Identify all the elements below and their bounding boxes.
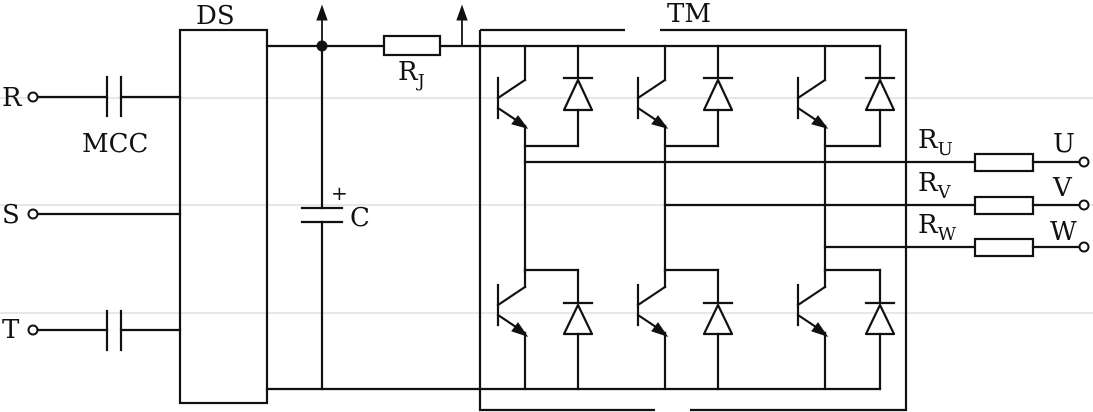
mcc-label: MCC [82, 129, 148, 159]
dc-bus: RJ + C [265, 4, 482, 391]
terminal-icon [1078, 199, 1090, 211]
igbt-transistor-icon [796, 44, 829, 274]
terminal-icon [1078, 156, 1090, 168]
output-label-u: U [1053, 129, 1075, 159]
capacitor-plus-sign: + [331, 181, 348, 205]
terminal-icon [27, 324, 39, 336]
input-label-r: R [2, 83, 23, 113]
input-label-t: T [2, 315, 20, 345]
ru-label: RU [918, 125, 953, 160]
diode-icon [523, 268, 594, 391]
resistor-icon [973, 237, 1035, 258]
igbt-transistor-icon [496, 268, 529, 391]
inverter-leg-u [496, 44, 977, 391]
terminal-icon [27, 91, 39, 103]
contactor-contact-icon [105, 75, 123, 118]
diode-icon [823, 44, 896, 148]
igbt-transistor-icon [796, 268, 829, 391]
resistor-icon [973, 195, 1035, 216]
igbt-transistor-icon [636, 268, 669, 391]
rv-label: RV [918, 168, 952, 203]
tm-label: TM [667, 0, 711, 29]
inverter-leg-w [796, 44, 977, 391]
input-section: R S T MCC [2, 75, 182, 352]
inverter-leg-v [636, 44, 977, 391]
polarized-capacitor-icon [300, 206, 344, 224]
output-section: RU U RV V RW W [918, 125, 1090, 258]
terminal-icon [1078, 241, 1090, 253]
contactor-contact-icon [105, 309, 123, 352]
input-label-s: S [2, 200, 20, 230]
resistor-icon [973, 152, 1035, 173]
up-arrow-icon [456, 4, 468, 46]
ds-label: DS [196, 1, 235, 31]
diode-icon [523, 44, 594, 148]
output-label-w: W [1050, 217, 1077, 247]
ds-rectifier-block: DS [178, 1, 269, 405]
output-label-v: V [1052, 173, 1073, 203]
terminal-icon [27, 208, 39, 220]
rw-label: RW [918, 210, 957, 245]
igbt-transistor-icon [496, 44, 529, 274]
diode-icon [663, 44, 734, 148]
up-arrow-icon [316, 4, 328, 46]
capacitor-label: C [350, 203, 370, 233]
tm-inverter-module: TM [478, 0, 977, 412]
igbt-transistor-icon [636, 44, 669, 274]
rj-label: RJ [398, 57, 425, 92]
resistor-icon [382, 34, 442, 57]
diode-icon [663, 268, 734, 391]
diode-icon [823, 268, 896, 391]
